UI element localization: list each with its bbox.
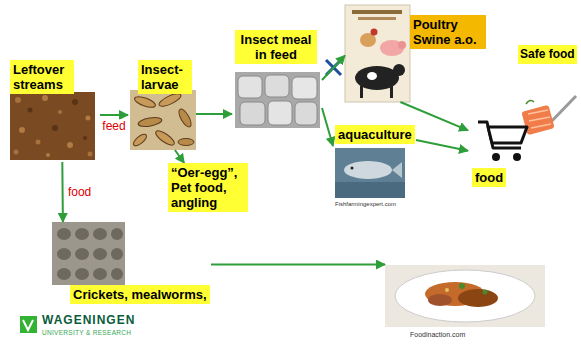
food-chain-node: Insect meal in feed — [232, 30, 322, 130]
food-chain-node: Insect- larvae — [128, 60, 196, 150]
flow-arrow — [211, 264, 385, 266]
salmon-on-fork-photo — [521, 70, 578, 160]
insect-dish-photo — [385, 265, 545, 327]
livestock-poster — [345, 5, 410, 102]
flow-arrow — [196, 113, 232, 115]
fish-photo — [335, 148, 405, 198]
flow-arrow — [100, 114, 128, 116]
shopping-cart-icon — [478, 122, 527, 161]
food-chain-node: Foodinaction.com — [385, 255, 545, 343]
wur-logo-icon — [20, 316, 37, 333]
food-chain-node: aquacultureFishfarmingexpert.com — [333, 125, 416, 209]
stage-label: food — [472, 168, 506, 187]
food-chain-node: Safe food — [516, 45, 578, 160]
photo-credit: Fishfarmingexpert.com — [335, 201, 396, 208]
flow-arrow — [322, 108, 333, 146]
food-chain-node: Poultry Swine a.o. — [345, 5, 487, 102]
stage-label: Crickets, mealworms, — [70, 285, 210, 304]
logo-subtitle: UNIVERSITY & RESEARCH — [42, 329, 131, 336]
stage-label: Insect meal in feed — [235, 30, 317, 64]
stage-label: Leftover streams — [10, 60, 74, 94]
flow-arrow — [175, 150, 184, 163]
edge-label: feed — [100, 119, 127, 132]
logo-wordmark: WAGENINGEN — [42, 314, 135, 327]
edge-label: food — [66, 186, 93, 199]
flow-arrow — [416, 140, 468, 151]
egg-carton-photo — [52, 222, 125, 285]
stage-label: aquaculture — [335, 125, 415, 144]
stage-label: Insect- larvae — [138, 60, 192, 94]
larvae-photo — [130, 90, 196, 150]
flow-arrow — [61, 162, 64, 222]
food-chain-node: “Oer-egg”, Pet food, angling — [168, 163, 249, 213]
food-chain-node: Leftover streams — [8, 60, 100, 162]
stage-label: Safe food — [518, 45, 577, 64]
flow-arrow — [322, 55, 345, 80]
leftover-photo — [10, 92, 95, 160]
photo-credit: Foodinaction.com — [410, 331, 465, 339]
stage-label: Poultry Swine a.o. — [410, 15, 486, 49]
food-chain-node: Crickets, mealworms, — [50, 222, 211, 307]
stage-label: “Oer-egg”, Pet food, angling — [168, 163, 248, 212]
food-chain-node: food — [468, 115, 530, 188]
feed-sacks-photo — [235, 72, 320, 128]
